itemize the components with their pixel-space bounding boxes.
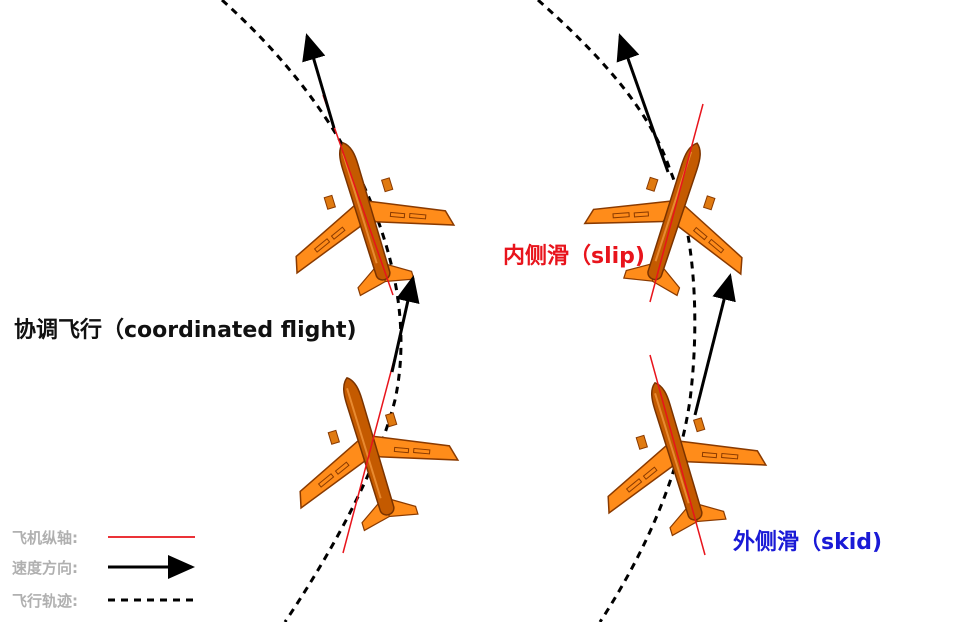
longitudinal-axis-coord-bottom (342, 344, 399, 554)
legend-axis-label: 飞机纵轴: (12, 529, 78, 547)
longitudinal-axis-skid (649, 354, 706, 556)
label-skid: 外侧滑（skid) (733, 530, 883, 555)
label-slip: 内侧滑（slip) (503, 244, 645, 269)
legend-track-label: 飞行轨迹: (12, 592, 78, 610)
airplane-coordinated-bottom (267, 352, 471, 548)
velocity-arrow-slip (616, 33, 670, 173)
longitudinal-axis-slip (649, 103, 704, 303)
track-left (220, 0, 403, 622)
label-coordinated-flight: 协调飞行（coordinated flight) (14, 318, 357, 343)
track-right (537, 0, 697, 622)
velocity-arrow-skid (693, 273, 736, 416)
velocity-arrow-coord-top (302, 33, 336, 129)
legend-velocity-label: 速度方向: (12, 559, 78, 577)
longitudinal-axis-coord-top (322, 94, 394, 296)
velocity-arrow-coord-bottom (390, 275, 420, 373)
